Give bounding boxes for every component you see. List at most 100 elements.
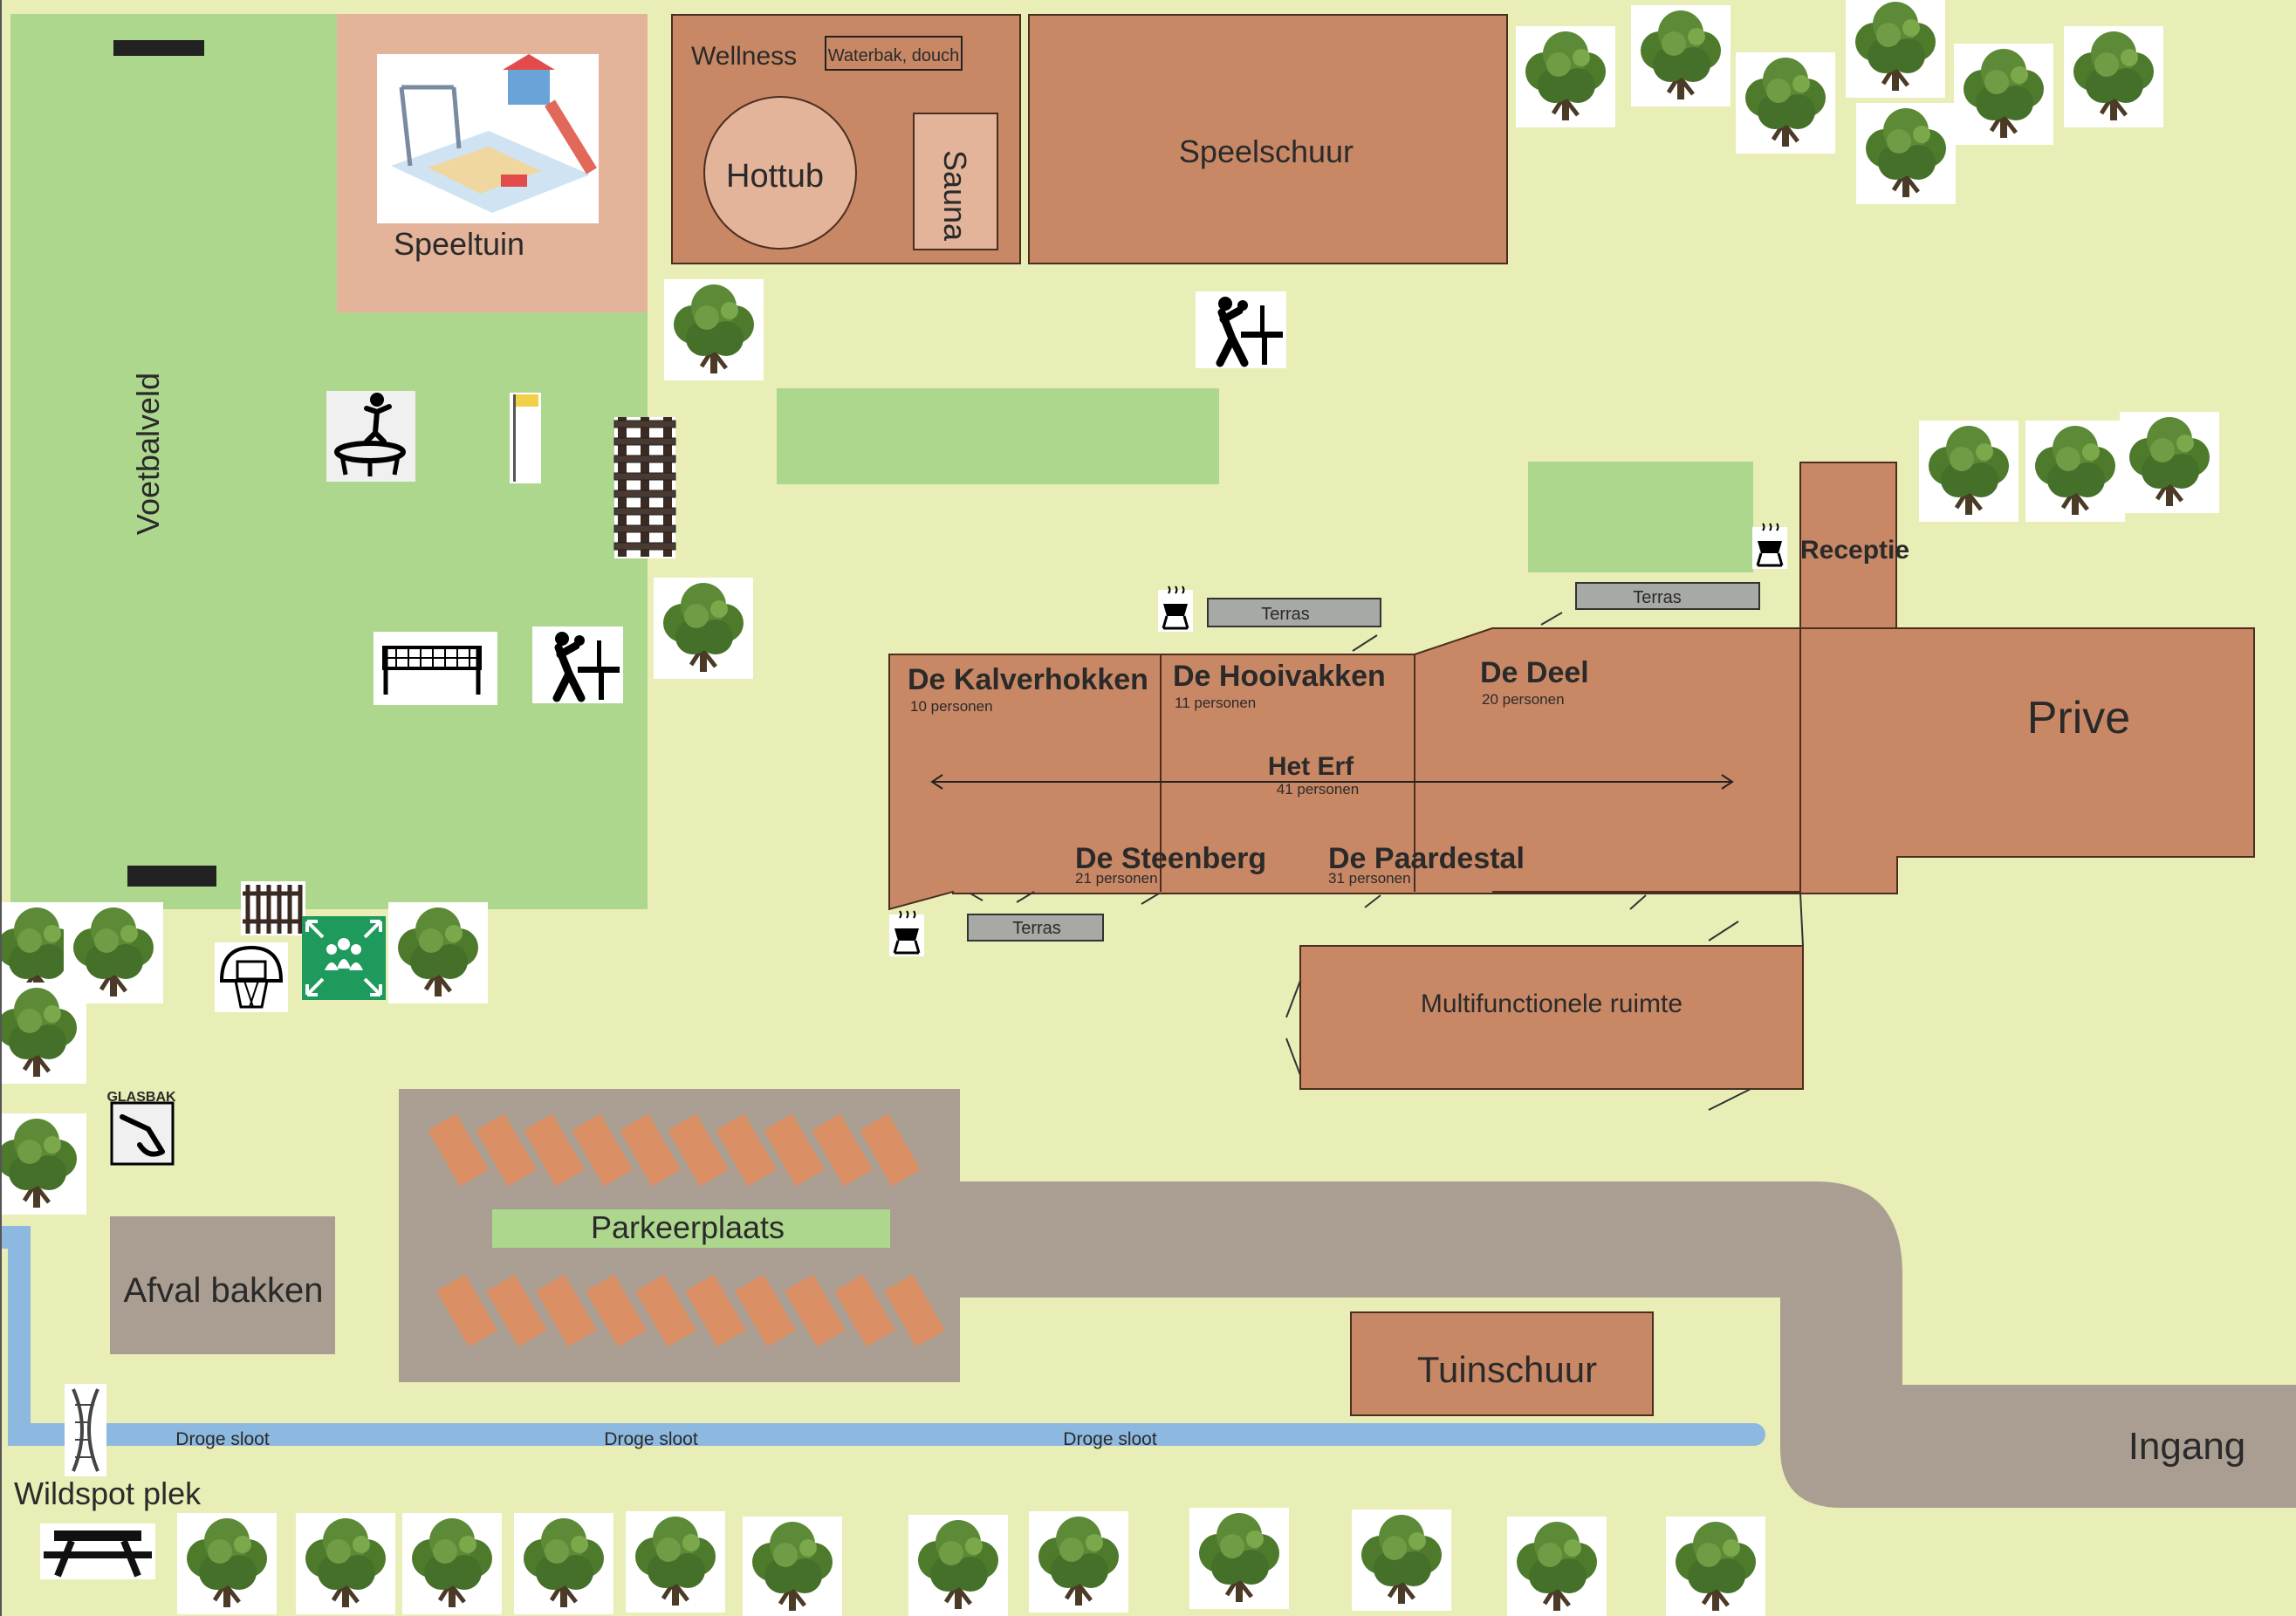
- tree-icon: [0, 1113, 86, 1215]
- ditch-label: Droge sloot: [175, 1429, 270, 1449]
- play-barn-label: Speelschuur: [1179, 134, 1354, 169]
- wildspot-label: Wildspot plek: [14, 1476, 202, 1511]
- goal-top: [113, 40, 204, 56]
- path-line: [1708, 1088, 1751, 1111]
- parking-label: Parkeerplaats: [591, 1209, 785, 1245]
- water-tub-label: Waterbak, douch: [828, 46, 959, 65]
- reception-label: Receptie: [1800, 536, 1909, 565]
- bridge-icon: [65, 1384, 106, 1476]
- unit-name: De Paardestal: [1328, 842, 1525, 875]
- waste-bins-label: Afval bakken: [123, 1271, 323, 1310]
- unit-capacity: 20 personen: [1482, 691, 1565, 708]
- tree-icon: [2064, 26, 2163, 127]
- parking-label-bar: [492, 1209, 890, 1248]
- terrace-label: Terras: [1012, 919, 1061, 938]
- tree-icon: [2025, 421, 2125, 522]
- tree-icon: [0, 983, 86, 1084]
- tree-icon: [2120, 412, 2219, 513]
- reception-building: [1799, 462, 1897, 629]
- tree-icon: [1029, 1511, 1128, 1613]
- goal-bottom: [127, 866, 216, 887]
- terrace-3: Terras: [967, 891, 1104, 942]
- unit-steenberg: De Steenberg 21 personen: [1075, 842, 1266, 887]
- tree-icon: [1507, 1517, 1607, 1616]
- glass-bin-label: GLASBAK: [106, 1090, 176, 1105]
- unit-name: De Kalverhokken: [908, 663, 1148, 696]
- flag-icon: [510, 393, 541, 483]
- grass-patch-right: [1528, 462, 1753, 572]
- bike-rack-icon: [241, 881, 305, 935]
- hottub-label: Hottub: [726, 158, 824, 195]
- hottub: [703, 96, 857, 250]
- unit-capacity: 10 personen: [910, 698, 993, 715]
- wellness-label: Wellness: [691, 42, 797, 71]
- entrance-road: [960, 1181, 2296, 1508]
- tree-icon: [1856, 103, 1956, 204]
- path-line: [1799, 893, 1804, 947]
- playground-icon: [377, 54, 599, 223]
- terrace-2: Terras: [1540, 582, 1760, 626]
- picnic-table-icon: [40, 1524, 155, 1579]
- unit-paardestal: De Paardestal 31 personen: [1328, 842, 1525, 887]
- ditch-label: Droge sloot: [1063, 1429, 1157, 1449]
- path-line: [1364, 894, 1381, 908]
- pallet-ladder-icon: [613, 417, 676, 558]
- assembly-point-icon: [302, 916, 386, 1000]
- dry-ditch: [0, 1226, 1765, 1446]
- tree-icon: [743, 1517, 842, 1616]
- terrace-label: Terras: [1261, 605, 1310, 624]
- table-tennis-icon: [532, 627, 623, 703]
- tree-icon: [1666, 1517, 1765, 1616]
- tree-icon: [1189, 1508, 1289, 1609]
- unit-kalverhokken: De Kalverhokken 10 personen: [908, 663, 1148, 715]
- tree-icon: [1352, 1510, 1451, 1611]
- unit-deel: De Deel 20 personen: [1480, 656, 1589, 708]
- sauna: [913, 113, 998, 250]
- tree-icon: [1516, 26, 1615, 127]
- play-barn: [1028, 14, 1508, 264]
- path-line: [1285, 1037, 1301, 1076]
- tree-icon: [1919, 421, 2018, 522]
- tree-icon: [664, 279, 764, 380]
- sauna-label: Sauna: [937, 150, 973, 242]
- parking-spots: [428, 1113, 945, 1347]
- playground-label: Speeltuin: [394, 226, 524, 262]
- water-tub: [825, 36, 963, 71]
- bbq-icon: [888, 909, 926, 958]
- football-field-label: Voetbalveld: [130, 373, 166, 535]
- unit-name: De Steenberg: [1075, 842, 1266, 875]
- tree-icon: [296, 1513, 395, 1614]
- tree-icon: [654, 578, 753, 679]
- waste-bins-area: [110, 1216, 335, 1354]
- tree-icon: [908, 1515, 1008, 1616]
- unit-name: De Deel: [1480, 656, 1589, 689]
- bbq-icon: [1156, 585, 1195, 633]
- unit-name: De Hooivakken: [1173, 660, 1386, 693]
- grass-patch-center: [777, 388, 1219, 484]
- unit-name: Het Erf: [1268, 752, 1354, 781]
- tree-icon: [1631, 5, 1731, 106]
- tree-icon: [1846, 0, 1945, 98]
- path-line: [1708, 921, 1739, 942]
- unit-hooivakken: De Hooivakken 11 personen: [1173, 660, 1386, 711]
- tree-icon: [402, 1513, 502, 1614]
- multifunctional-room: [1299, 945, 1804, 1090]
- private-building: [1799, 627, 2255, 894]
- trampoline-icon: [326, 391, 415, 482]
- garden-shed-label: Tuinschuur: [1417, 1349, 1597, 1390]
- basketball-hoop-icon: [215, 942, 288, 1012]
- volleyball-net-icon: [374, 632, 497, 705]
- bbq-icon: [1751, 522, 1789, 571]
- unit-capacity: 31 personen: [1328, 870, 1411, 887]
- tree-icon: [388, 902, 488, 1003]
- table-tennis-icon: [1196, 291, 1286, 368]
- tree-icon: [514, 1513, 613, 1614]
- garden-shed: [1350, 1311, 1654, 1416]
- tree-icon: [626, 1511, 725, 1613]
- entrance-label: Ingang: [2128, 1425, 2246, 1468]
- glass-bin-icon: GLASBAK: [106, 1090, 176, 1166]
- path-line: [1285, 980, 1301, 1018]
- path-line: [1141, 893, 1160, 905]
- multifunctional-room-label: Multifunctionele ruimte: [1421, 989, 1683, 1018]
